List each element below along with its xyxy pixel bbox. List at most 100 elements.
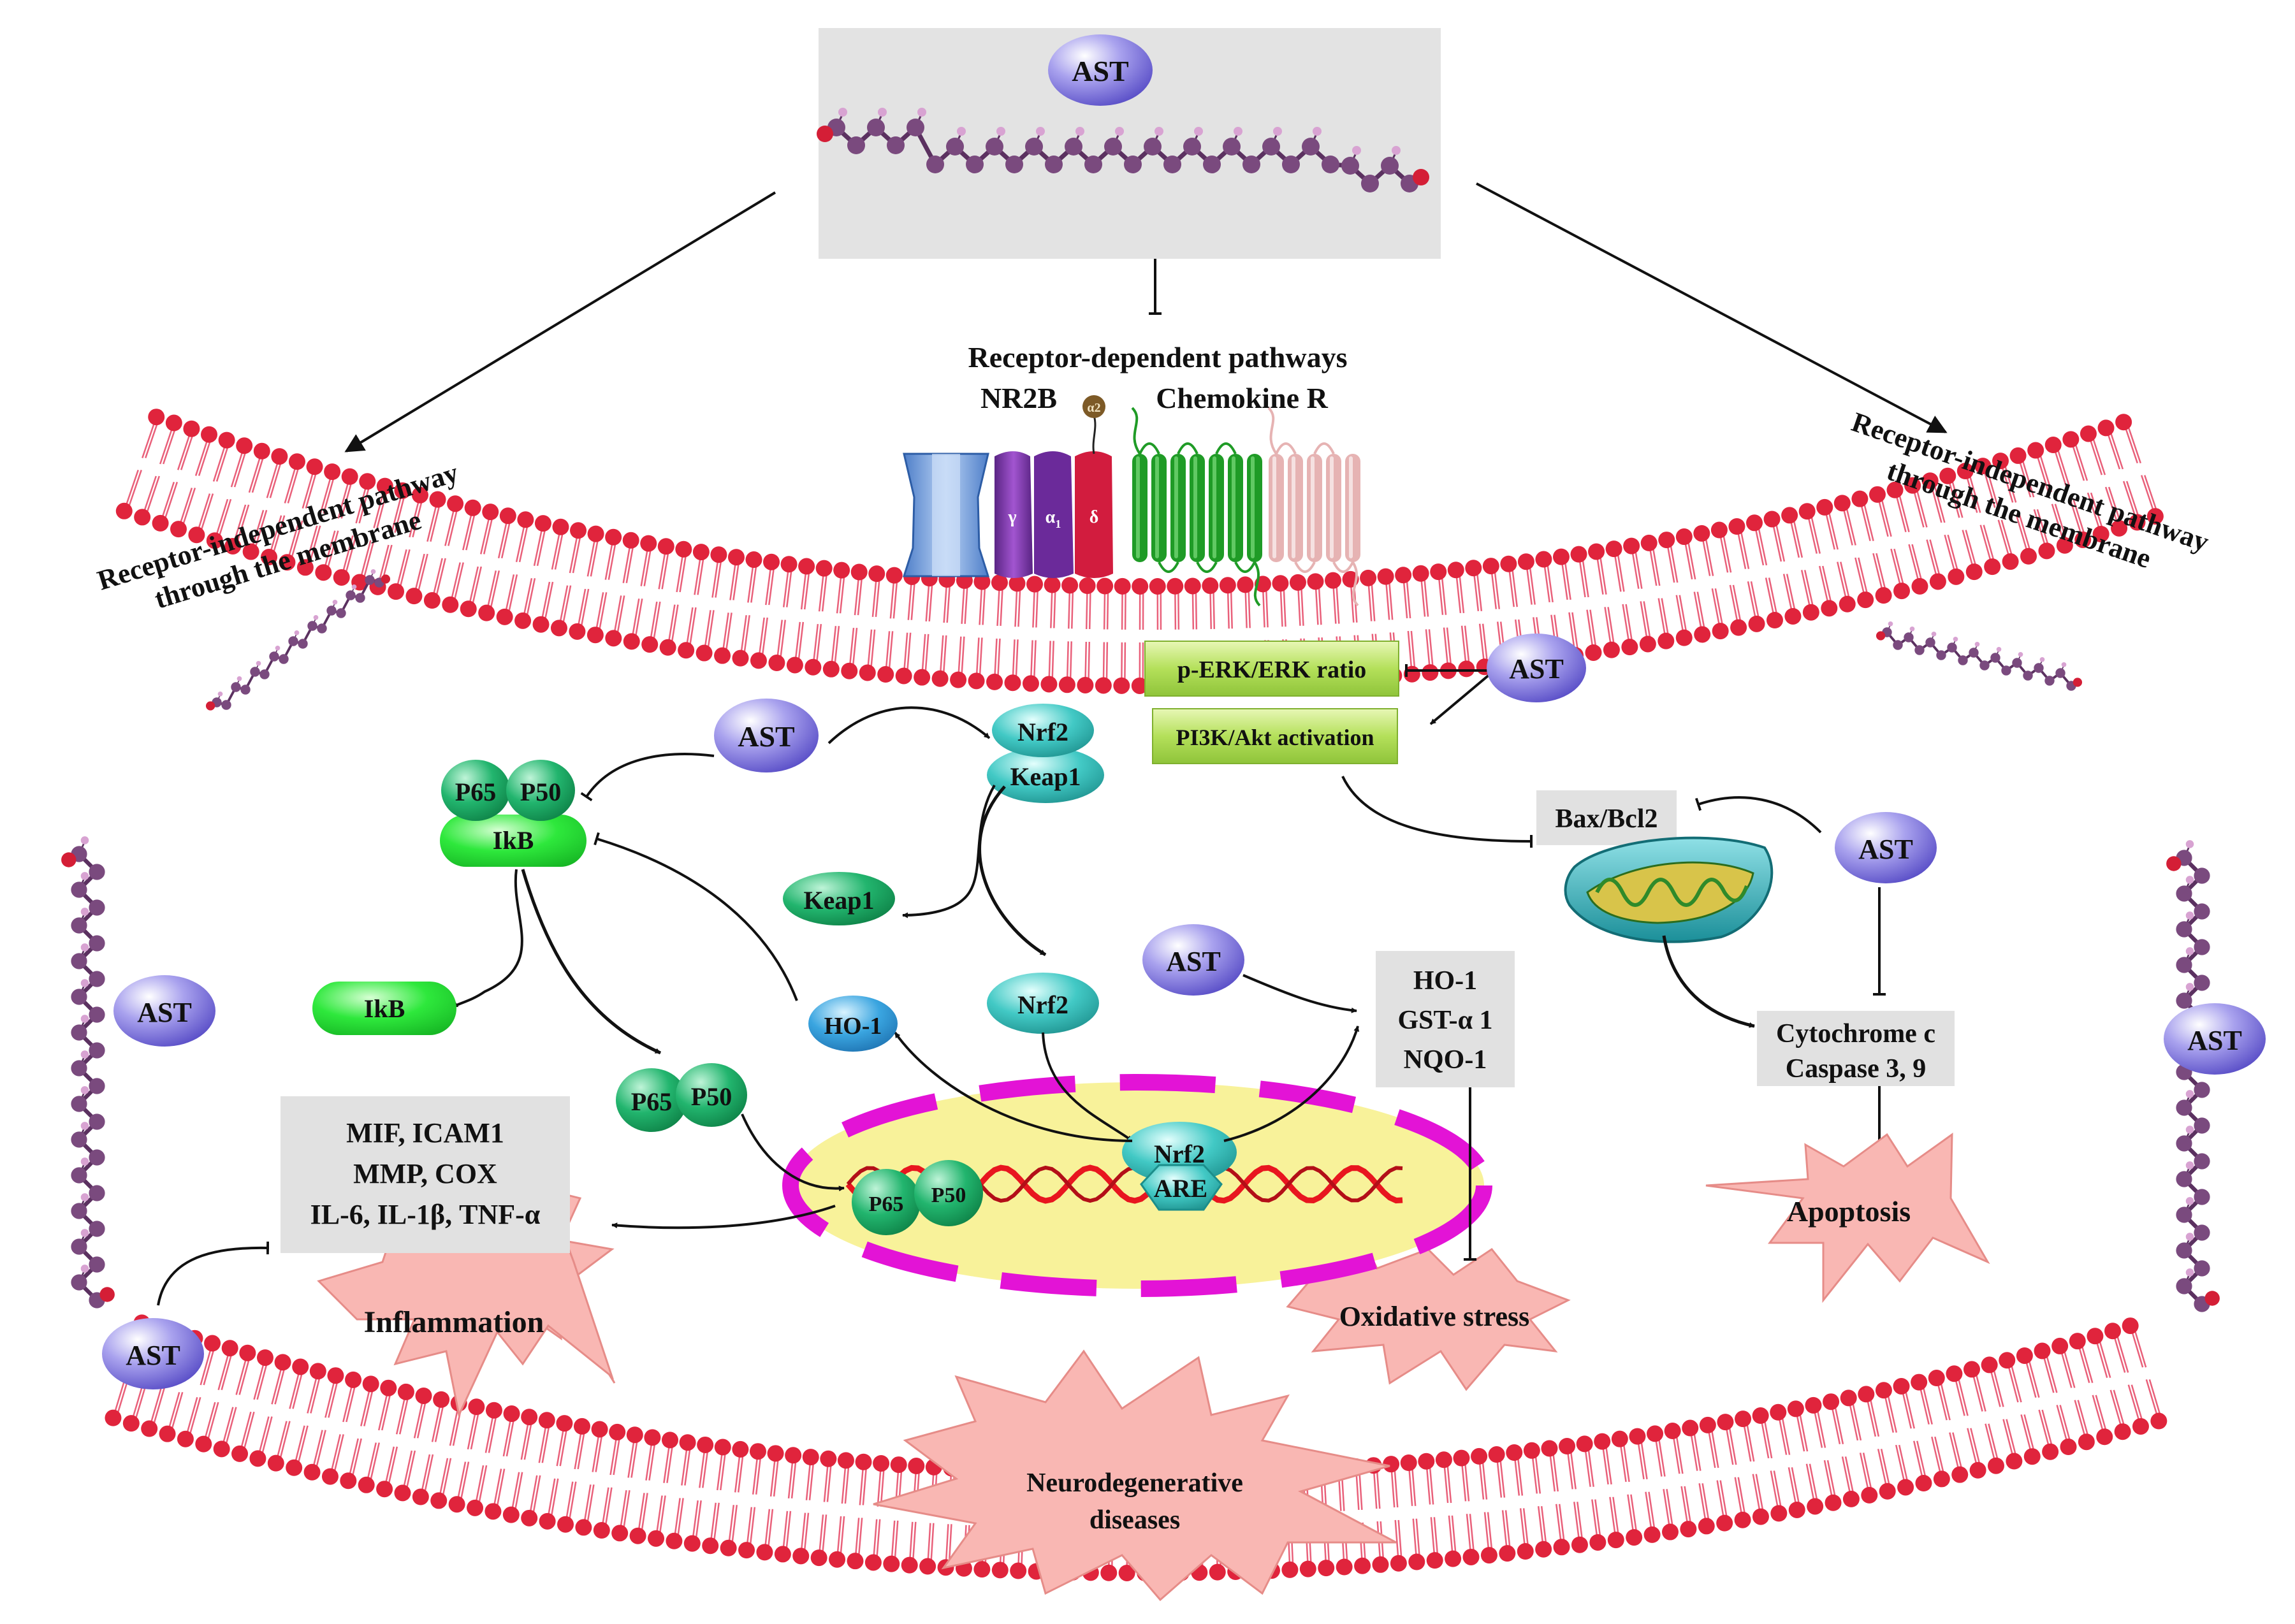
chemokine-label: Chemokine R <box>1156 382 1328 414</box>
svg-text:AST: AST <box>1858 834 1913 865</box>
free-ikb: IkB <box>312 982 456 1035</box>
ast-oval-top: AST <box>1048 34 1153 106</box>
ast-activate-nrf2-arrow <box>827 706 991 744</box>
arrow-to-left-pathway <box>344 191 776 453</box>
svg-text:Nrf2: Nrf2 <box>1017 718 1068 746</box>
ast-oval-antioxidant: AST <box>1142 924 1244 996</box>
nr2b-channel: γ α1 δ α2 <box>902 395 1113 578</box>
svg-text:HO-1: HO-1 <box>824 1013 882 1040</box>
ast-inhibit-bax-arrow <box>1694 796 1822 834</box>
erk-ratio-box: p-ERK/ERK ratio <box>1144 641 1399 697</box>
mitochondrion <box>1564 836 1774 943</box>
astaxanthin-in-membrane-left <box>205 569 391 711</box>
svg-text:HO-1: HO-1 <box>1413 966 1477 996</box>
free-keap1: Keap1 <box>783 872 895 925</box>
free-p65-p50: P65 P50 <box>616 1063 747 1132</box>
ast-oval-left: AST <box>113 975 215 1047</box>
astaxanthin-molecule-top <box>817 108 1429 192</box>
svg-text:AST: AST <box>1509 653 1564 685</box>
neurodegenerative-star <box>873 1349 1397 1602</box>
antioxidant-enzymes-box: HO-1 GST-α 1 NQO-1 <box>1376 951 1515 1087</box>
chemokine-receptor-green <box>1131 407 1262 607</box>
astaxanthin-molecule-right <box>2166 840 2220 1312</box>
chemokine-receptor-pink <box>1267 407 1360 607</box>
svg-text:Keap1: Keap1 <box>1010 762 1081 791</box>
ast-oval-erk: AST <box>1487 634 1586 702</box>
pi3k-akt-box: PI3K/Akt activation <box>1152 708 1398 764</box>
ast-oval-bax: AST <box>1835 812 1937 883</box>
neuro-label-line1: Neurodegenerative <box>1026 1468 1243 1498</box>
mito-to-cyto-arrow <box>1662 935 1755 1028</box>
svg-text:NQO-1: NQO-1 <box>1404 1045 1487 1075</box>
astaxanthin-in-membrane-right <box>1876 621 2083 691</box>
svg-text:AST: AST <box>738 720 794 753</box>
svg-text:AST: AST <box>126 1340 180 1371</box>
nfkb-to-cytokines-arrow <box>611 1205 836 1229</box>
svg-text:IkB: IkB <box>364 994 405 1023</box>
svg-text:P50: P50 <box>931 1184 966 1207</box>
arrow-to-right-pathway <box>1476 182 1948 433</box>
apoptosis-label: Apoptosis <box>1787 1195 1911 1228</box>
ast-oval-right: AST <box>2164 1003 2266 1075</box>
svg-text:AST: AST <box>137 997 192 1028</box>
ikb-complex-label: IkB <box>493 826 534 855</box>
svg-text:P50: P50 <box>520 778 561 806</box>
nrf2-keap1-complex: Keap1 Nrf2 <box>987 704 1104 803</box>
inhibit-bax-arrow <box>1341 776 1533 848</box>
are-to-ho1-arrow <box>894 1031 1133 1142</box>
svg-text:P65: P65 <box>631 1087 672 1116</box>
ast-inhibit-nfkb-arrow <box>580 753 715 802</box>
are-to-antioxidants-arrow <box>1223 1026 1360 1142</box>
ikb-complex: IkB P65 P50 <box>440 760 586 867</box>
ast-label: AST <box>1072 55 1128 87</box>
nrf2-release-arrow <box>978 785 1047 957</box>
svg-text:Keap1: Keap1 <box>803 886 874 915</box>
svg-text:MIF, ICAM1: MIF, ICAM1 <box>346 1117 504 1149</box>
svg-text:ARE: ARE <box>1154 1174 1207 1203</box>
ast-oval-nrf2: AST <box>714 699 819 772</box>
ast-oval-inflammation: AST <box>102 1318 204 1389</box>
ast-inhibit-inflammation-arrow <box>157 1241 270 1306</box>
ho1-inhibit-nfkb-arrow <box>594 832 798 1001</box>
inflammation-label: Inflammation <box>364 1305 544 1339</box>
delta-subunit-label: δ <box>1089 507 1099 527</box>
nuclear-p65-p50: P65 P50 <box>852 1160 983 1235</box>
apoptosis-star <box>1705 1133 1990 1303</box>
keap1-release-arrow <box>902 784 996 918</box>
svg-text:Nrf2: Nrf2 <box>1154 1140 1205 1168</box>
svg-text:AST: AST <box>1166 946 1221 977</box>
nr2b-label: NR2B <box>980 382 1057 414</box>
svg-text:PI3K/Akt activation: PI3K/Akt activation <box>1176 725 1374 750</box>
gamma-subunit-label: γ <box>1007 507 1016 527</box>
neuro-label-line2: diseases <box>1089 1505 1180 1535</box>
svg-text:Nrf2: Nrf2 <box>1017 990 1068 1019</box>
inflammatory-markers-box: MIF, ICAM1 MMP, COX IL-6, IL-1β, TNF-α <box>280 1096 570 1253</box>
bax-bcl2-box: Bax/Bcl2 <box>1536 790 1677 845</box>
svg-text:AST: AST <box>2187 1025 2242 1056</box>
activate-pi3k-arrow <box>1429 669 1496 725</box>
ho1-protein: HO-1 <box>808 996 898 1052</box>
alpha2-delta-ball <box>1082 395 1105 418</box>
svg-text:Cytochrome c: Cytochrome c <box>1776 1019 1935 1048</box>
release-ikb-arrow <box>451 869 523 1008</box>
free-nrf2: Nrf2 <box>987 973 1099 1034</box>
oxidative-stress-label: Oxidative stress <box>1339 1301 1530 1332</box>
cytochrome-box: Cytochrome c Caspase 3, 9 <box>1757 1011 1955 1086</box>
svg-text:Bax/Bcl2: Bax/Bcl2 <box>1555 804 1657 834</box>
svg-text:α2: α2 <box>1087 401 1100 415</box>
nuclear-nrf2-are: Nrf2 ARE <box>1122 1122 1237 1211</box>
receptor-heading: Receptor-dependent pathways <box>968 341 1348 373</box>
svg-text:p-ERK/ERK ratio: p-ERK/ERK ratio <box>1177 656 1367 683</box>
svg-text:P65: P65 <box>455 778 496 806</box>
svg-text:P50: P50 <box>691 1082 732 1111</box>
nfkb-release-arrow <box>521 869 662 1055</box>
svg-text:Caspase 3, 9: Caspase 3, 9 <box>1786 1054 1927 1084</box>
svg-text:MMP, COX: MMP, COX <box>353 1158 497 1189</box>
astaxanthin-molecule-left <box>61 836 115 1309</box>
svg-text:GST-α 1: GST-α 1 <box>1397 1006 1492 1035</box>
svg-text:P65: P65 <box>869 1193 904 1216</box>
nfkb-to-nucleus-arrow <box>741 1113 845 1192</box>
alpha-subunit-label: α1 <box>1046 507 1061 530</box>
svg-text:IL-6, IL-1β, TNF-α: IL-6, IL-1β, TNF-α <box>310 1199 541 1230</box>
